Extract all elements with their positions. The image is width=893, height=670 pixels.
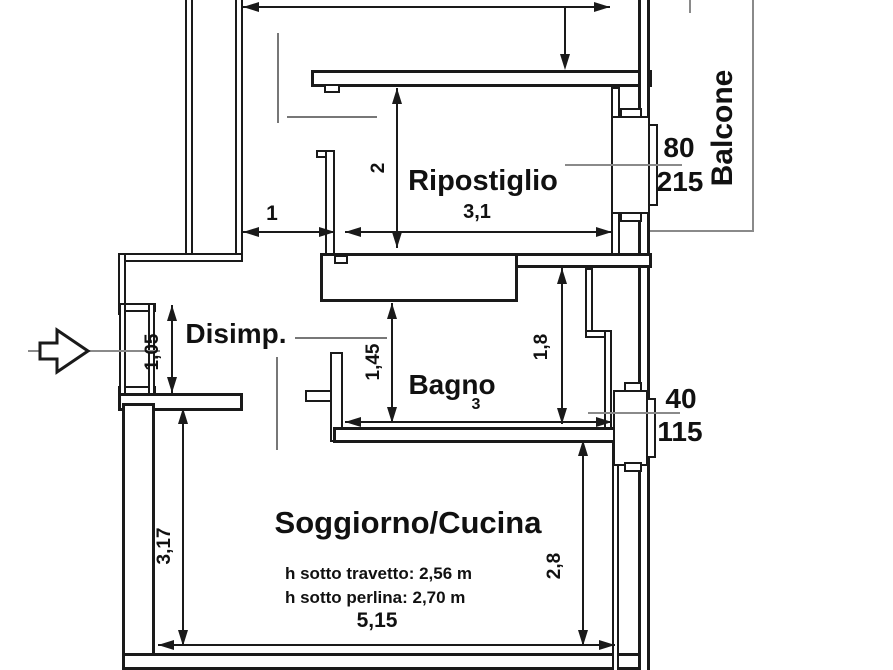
room-label-disimpegno: Disimp. — [185, 318, 287, 349]
dimension-line-top — [243, 6, 610, 8]
dimension-arrow — [345, 417, 361, 427]
dim-label-bagno-right: 1,8 — [531, 333, 552, 361]
dimension-arrow — [594, 2, 610, 12]
dimension-arrow — [167, 305, 177, 321]
dim-label-corridor: 1 — [266, 202, 278, 225]
wall — [320, 253, 518, 302]
dimension-line-soggiorno-width — [158, 644, 615, 646]
wall — [604, 330, 612, 430]
dim-label-ripostiglio-width: 3,1 — [463, 200, 491, 223]
note-travetto: h sotto travetto: 2,56 m — [285, 564, 473, 583]
dimension-arrow — [387, 407, 397, 423]
wall — [333, 427, 650, 443]
wall — [235, 0, 243, 258]
wall — [585, 268, 593, 336]
dimension-line-bagno-width — [345, 421, 612, 423]
window-symbol-balcony-door-cap — [620, 212, 642, 222]
dimension-line-ripostiglio-depth — [396, 88, 398, 248]
dimension-line-bagno-right — [561, 268, 563, 424]
dimension-arrow — [557, 268, 567, 284]
sill-line-bagno-window — [588, 412, 680, 414]
room-label-ripostiglio: Ripostiglio — [408, 164, 558, 197]
wall-notch — [324, 84, 340, 93]
wall — [118, 253, 243, 262]
dim-label-entry-door: 1,05 — [142, 333, 163, 371]
dimension-arrow — [178, 630, 188, 646]
dimension-line-bagno-left — [391, 303, 393, 423]
dimension-arrow — [167, 377, 177, 393]
dimension-line-entry-door — [171, 305, 173, 393]
window-symbol-balcony-door-cap — [620, 108, 642, 118]
wall — [612, 443, 619, 670]
dimension-arrow — [387, 303, 397, 319]
wall — [638, 0, 650, 670]
dim-label-bagno-width: 3 — [471, 396, 481, 413]
dimension-arrow — [596, 227, 612, 237]
dimension-line-soggiorno-right — [582, 440, 584, 646]
door-swing-line — [295, 337, 387, 339]
wall-notch — [334, 255, 348, 264]
wall — [122, 403, 155, 670]
entrance-arrow — [38, 327, 91, 375]
opening-label-balcony-door-height: 215 — [656, 166, 704, 197]
dim-label-bagno-left: 1,45 — [363, 343, 384, 381]
room-label-bagno: Bagno — [408, 369, 496, 400]
door-swing-line — [287, 116, 377, 118]
dimension-arrow — [392, 88, 402, 104]
wall — [122, 653, 650, 670]
window-symbol-bagno-window-cap — [624, 462, 642, 472]
room-label-soggiorno: Soggiorno/Cucina — [274, 505, 542, 540]
opening-label-bagno-window-height: 115 — [657, 416, 703, 447]
dimension-arrow — [243, 2, 259, 12]
dimension-line-top-vertical — [564, 8, 566, 60]
dimension-arrow — [557, 408, 567, 424]
dim-label-soggiorno-width: 5,15 — [356, 609, 398, 632]
dimension-arrow — [345, 227, 361, 237]
dimension-arrow — [392, 232, 402, 248]
sill-line-balcony-door — [565, 164, 682, 166]
wall — [511, 253, 652, 268]
note-perlina: h sotto perlina: 2,70 m — [285, 588, 466, 607]
dimension-arrow — [578, 440, 588, 456]
window-symbol-bagno-window-cap — [624, 382, 642, 392]
dimension-arrow — [560, 54, 570, 70]
door-leaf-line — [277, 33, 279, 123]
dimension-arrow — [319, 227, 335, 237]
wall — [311, 70, 652, 87]
dimension-arrow — [158, 640, 174, 650]
dimension-arrow — [578, 630, 588, 646]
dimension-arrow — [596, 417, 612, 427]
dimension-arrow — [599, 640, 615, 650]
dim-label-soggiorno-left: 3,17 — [154, 527, 175, 565]
dim-label-soggiorno-right: 2,8 — [544, 552, 565, 580]
dimension-arrow — [243, 227, 259, 237]
dimension-arrow — [178, 408, 188, 424]
opening-label-balcony-door-width: 80 — [663, 132, 695, 163]
entry-path-line — [28, 350, 160, 352]
balcony-tick — [689, 0, 691, 13]
opening-label-bagno-window-width: 40 — [665, 383, 697, 414]
dimension-line-ripostiglio-width — [345, 231, 612, 233]
wall — [325, 150, 335, 263]
wall — [185, 0, 193, 258]
dimension-line-corridor — [243, 231, 335, 233]
window-symbol-bagno-window-pane — [646, 398, 656, 458]
wall — [305, 390, 332, 402]
door-leaf-line — [276, 357, 278, 450]
dim-label-ripostiglio-depth: 2 — [368, 162, 389, 174]
dimension-line-soggiorno-left — [182, 408, 184, 646]
window-symbol-bagno-window — [613, 390, 648, 466]
